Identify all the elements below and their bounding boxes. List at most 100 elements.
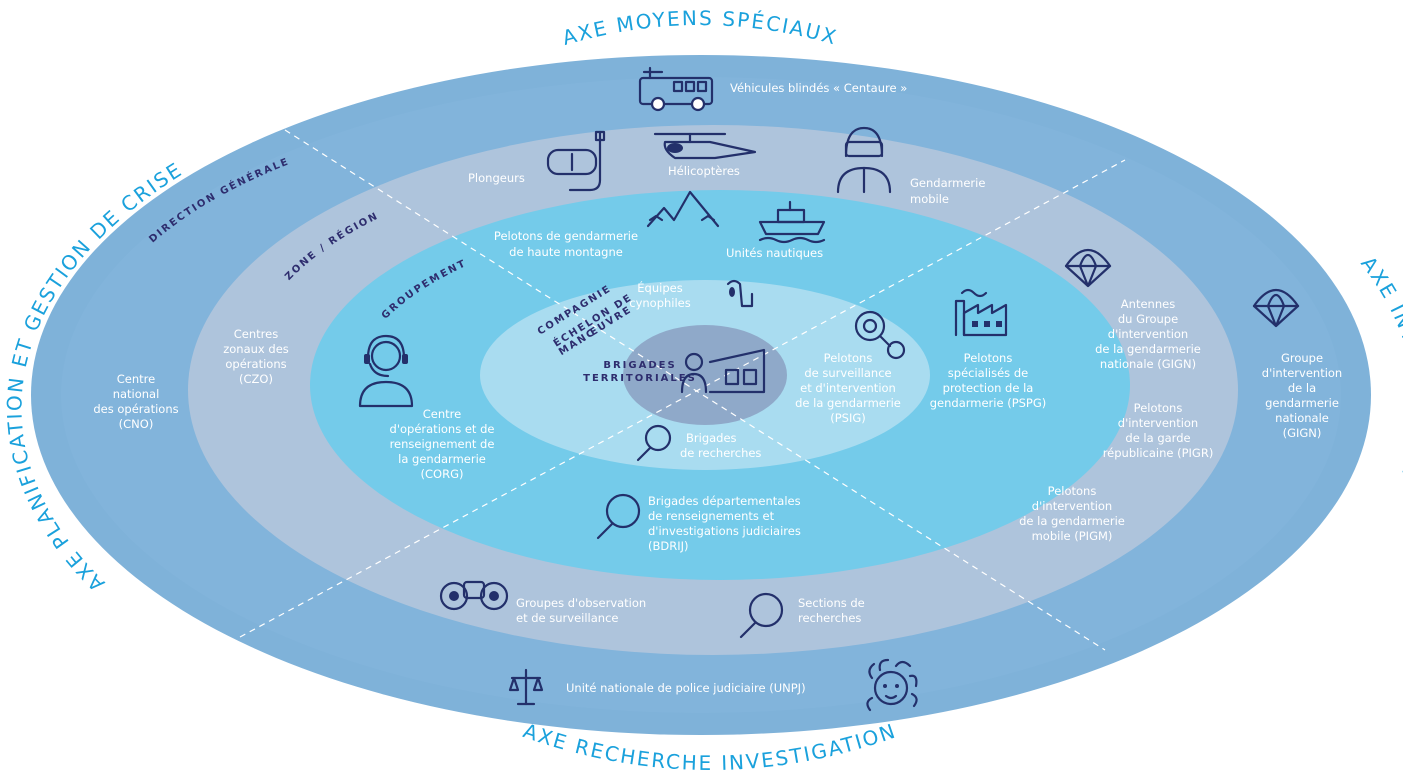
- factory-icon: [954, 288, 1008, 337]
- label-sr-2: recherches: [798, 611, 861, 625]
- label-pspg-1: Pelotons: [964, 351, 1013, 365]
- label-pspg-4: gendarmerie (PSPG): [930, 396, 1047, 410]
- label-psig-5: (PSIG): [830, 411, 866, 425]
- label-antennes: Antennes du Groupe d'intervention de la …: [1095, 297, 1201, 371]
- headset-operator-icon: [358, 334, 414, 408]
- label-gign-2: d'intervention: [1262, 366, 1342, 380]
- label-sr: Sections de recherches: [798, 596, 865, 625]
- label-gm-1: Gendarmerie: [910, 176, 985, 190]
- label-gos: Groupes d'observation et de surveillance: [516, 596, 646, 625]
- label-antennes-1: Antennes: [1121, 297, 1175, 311]
- label-cno: Centre national des opérations (CNO): [93, 372, 178, 431]
- psig-gauge-icon: [854, 310, 906, 360]
- dashed-dividers: [239, 129, 1126, 651]
- label-czo: Centres zonaux des opérations (CZO): [223, 327, 289, 386]
- label-cyno-2: cynophiles: [629, 296, 691, 310]
- label-corg-5: (CORG): [421, 467, 464, 481]
- label-cyno-1: Équipes: [637, 280, 682, 295]
- label-psig-1: Pelotons: [824, 351, 873, 365]
- dog-icon: [726, 279, 754, 308]
- center-brigades: [623, 325, 787, 425]
- magnifier-icon: [636, 424, 672, 462]
- label-pigr: Pelotons d'intervention de la garde répu…: [1103, 401, 1214, 460]
- label-cno-3: des opérations: [93, 402, 178, 416]
- label-pspg-2: spécialisés de: [948, 366, 1028, 380]
- label-gign-3: de la: [1288, 381, 1316, 395]
- label-corg-2: d'opérations et de: [390, 422, 495, 436]
- label-corg-1: Centre: [423, 407, 461, 421]
- label-gign-6: (GIGN): [1283, 426, 1322, 440]
- label-pigr-2: d'intervention: [1118, 416, 1198, 430]
- label-pspg-3: protection de la: [943, 381, 1034, 395]
- police-station-icon: [680, 348, 766, 394]
- label-gign-1: Groupe: [1281, 351, 1323, 365]
- riot-helmet-icon: [836, 126, 892, 194]
- label-pigm: Pelotons d'intervention de la gendarmeri…: [1019, 484, 1125, 543]
- level-brigades-1: BRIGADES: [603, 360, 676, 371]
- label-sr-1: Sections de: [798, 596, 865, 610]
- parachute-icon: [1252, 289, 1300, 328]
- label-pigm-1: Pelotons: [1048, 484, 1097, 498]
- axe-top: AXE MOYENS SPÉCIAUX: [560, 6, 841, 50]
- label-pghm-2: de haute montagne: [509, 245, 623, 259]
- label-czo-4: (CZO): [239, 372, 273, 386]
- magnifier-icon: [739, 592, 784, 639]
- label-pigm-3: de la gendarmerie: [1019, 514, 1125, 528]
- label-bdrij-3: d'investigations judiciaires: [648, 524, 801, 538]
- label-czo-2: zonaux des: [223, 342, 289, 356]
- label-pghm-1: Pelotons de gendarmerie: [494, 229, 638, 243]
- label-psig-4: de la gendarmerie: [795, 396, 901, 410]
- label-br-1: Brigades: [686, 431, 737, 445]
- armored-vehicle-icon: [638, 66, 714, 112]
- label-antennes-4: de la gendarmerie: [1095, 342, 1201, 356]
- label-pigr-3: de la garde: [1125, 431, 1190, 445]
- label-antennes-2: du Groupe: [1118, 312, 1178, 326]
- label-bdrij-4: (BDRIJ): [648, 539, 689, 553]
- label-czo-1: Centres: [234, 327, 278, 341]
- label-cno-1: Centre: [117, 372, 155, 386]
- label-gign-5: nationale: [1275, 411, 1329, 425]
- label-corg: Centre d'opérations et de renseignement …: [390, 407, 495, 481]
- label-psig-2: de surveillance: [804, 366, 891, 380]
- mountain-icon: [646, 190, 720, 228]
- label-nautiques: Unités nautiques: [726, 246, 823, 260]
- label-psig-3: et d'intervention: [800, 381, 896, 395]
- label-corg-3: renseignement de: [390, 437, 495, 451]
- label-gign: Groupe d'intervention de la gendarmerie …: [1262, 351, 1342, 440]
- label-cno-2: national: [113, 387, 160, 401]
- label-antennes-5: nationale (GIGN): [1100, 357, 1196, 371]
- label-gm-2: mobile: [910, 192, 949, 206]
- label-vehicules: Véhicules blindés « Centaure »: [730, 81, 907, 95]
- label-gos-2: et de surveillance: [516, 611, 618, 625]
- label-br: Brigades de recherches: [680, 431, 761, 460]
- boat-icon: [758, 200, 826, 244]
- level-brigades-2: TERRITORIALES: [583, 373, 697, 384]
- label-psig: Pelotons de surveillance et d'interventi…: [795, 351, 901, 425]
- label-pigm-4: mobile (PIGM): [1032, 529, 1113, 543]
- scales-of-justice-icon: [508, 668, 544, 706]
- diving-mask-icon: [546, 130, 606, 192]
- label-corg-4: la gendarmerie: [398, 452, 486, 466]
- label-gos-1: Groupes d'observation: [516, 596, 646, 610]
- helicopter-icon: [653, 132, 757, 160]
- label-pigm-2: d'intervention: [1032, 499, 1112, 513]
- label-br-2: de recherches: [680, 446, 761, 460]
- label-pigr-4: républicaine (PIGR): [1103, 446, 1214, 460]
- label-pspg: Pelotons spécialisés de protection de la…: [930, 351, 1047, 410]
- label-helicopteres: Hélicoptères: [668, 164, 740, 178]
- label-bdrij: Brigades départementales de renseignemen…: [648, 494, 801, 553]
- label-pigr-1: Pelotons: [1134, 401, 1183, 415]
- label-gign-4: gendarmerie: [1265, 396, 1339, 410]
- label-bdrij-2: de renseignements et: [648, 509, 775, 523]
- label-cno-4: (CNO): [119, 417, 154, 431]
- parachute-icon: [1064, 249, 1112, 288]
- label-czo-3: opérations: [225, 357, 286, 371]
- label-unpj: Unité nationale de police judiciaire (UN…: [566, 681, 806, 695]
- label-antennes-3: d'intervention: [1108, 327, 1188, 341]
- magnifier-icon: [596, 493, 641, 540]
- binoculars-icon: [439, 580, 509, 611]
- label-plongeurs: Plongeurs: [468, 171, 525, 185]
- label-bdrij-1: Brigades départementales: [648, 494, 801, 508]
- medusa-head-icon: [866, 658, 918, 712]
